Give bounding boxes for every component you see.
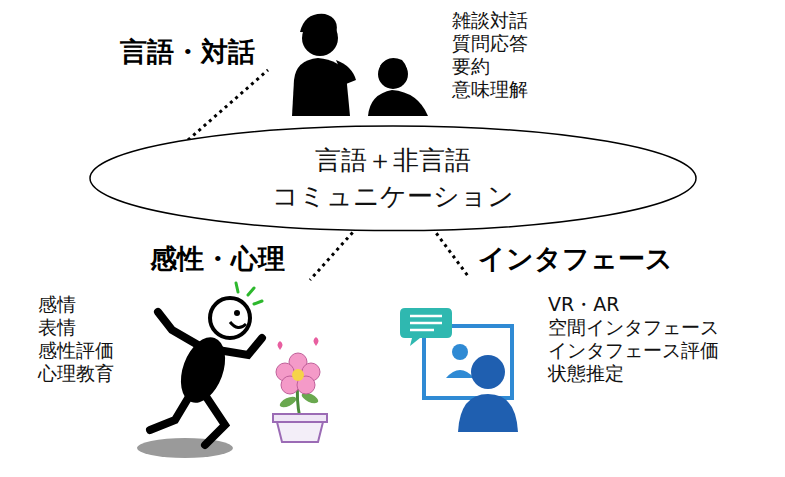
interface-icon xyxy=(400,308,518,432)
category-heading: 感性・心理 xyxy=(150,243,285,274)
list-item: 表情 xyxy=(38,317,76,339)
list-item: 意味理解 xyxy=(452,79,528,101)
list-item: 状態推定 xyxy=(548,363,624,385)
list-item: 雑談対話 xyxy=(452,10,528,32)
list-item: 心理教育 xyxy=(38,363,114,385)
ellipse-outline xyxy=(90,126,696,231)
list-item: 感情 xyxy=(38,294,76,316)
list-item: 要約 xyxy=(452,56,490,78)
list-item: 質問応答 xyxy=(452,33,528,55)
list-item: インタフェース評価 xyxy=(548,340,719,362)
people-silhouette xyxy=(292,14,428,116)
list-item: 空間インタフェース xyxy=(548,317,719,339)
ellipse-node: 言語＋非言語 コミュニケーション xyxy=(90,126,696,231)
category-heading: 言語・対話 xyxy=(120,36,255,67)
list-item: VR・AR xyxy=(548,294,619,316)
node-text: 言語＋非言語 コミュニケーション xyxy=(243,142,543,215)
jumping-figure xyxy=(137,283,262,458)
flower-pot xyxy=(273,337,327,442)
list-item: 感性評価 xyxy=(38,340,114,362)
category-heading: インタフェース xyxy=(478,243,673,274)
